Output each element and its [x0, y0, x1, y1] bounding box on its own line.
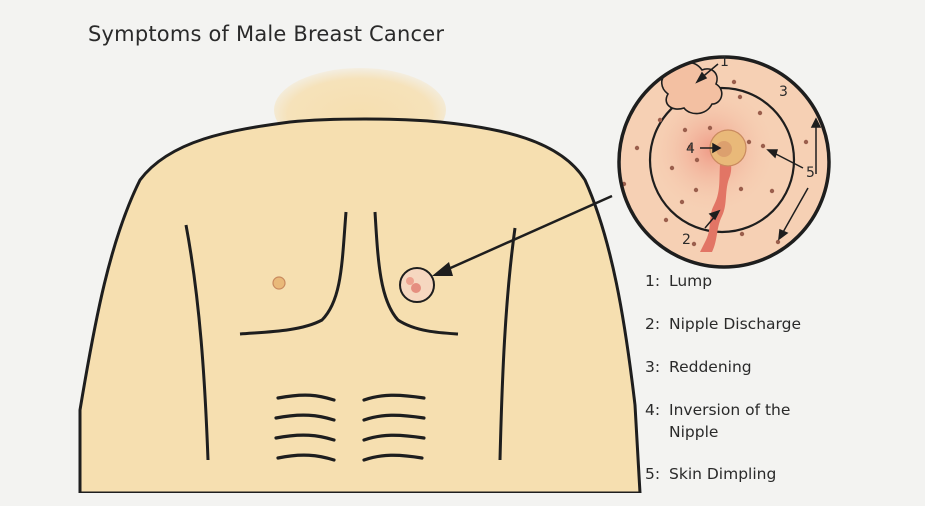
magnified-view — [617, 55, 831, 269]
legend-number: 1: — [645, 272, 661, 290]
nipple-discharge — [700, 154, 732, 252]
legend-number: 2: — [645, 315, 661, 333]
left-nipple — [272, 276, 286, 290]
callout-arrows — [695, 63, 822, 241]
legend: 1: Lump 2: Nipple Discharge 3: Reddening… — [645, 270, 915, 506]
right-arm-crease — [498, 227, 517, 461]
zoom-arrowhead — [432, 262, 453, 276]
affected-nipple — [411, 283, 421, 293]
abdominal-lines — [274, 393, 426, 462]
legend-item-nipple-discharge: 2: Nipple Discharge — [645, 313, 915, 335]
callout-2: 2 — [682, 232, 691, 248]
left-arm-crease — [184, 224, 210, 461]
callout-4: 4 — [686, 141, 695, 157]
torso — [78, 117, 642, 493]
right-pec-line — [373, 211, 459, 336]
callout-3: 3 — [779, 84, 788, 100]
legend-label: Inversion of the Nipple — [669, 401, 791, 441]
reddening-zone — [648, 86, 796, 234]
illustration: 1 2 3 4 5 — [78, 54, 831, 493]
legend-item-reddening: 3: Reddening — [645, 356, 915, 378]
zoom-arrow — [436, 194, 613, 276]
legend-item-inversion: 4: Inversion of the Nipple — [645, 399, 915, 443]
legend-label: Reddening — [669, 358, 752, 376]
affected-lump — [406, 277, 414, 285]
callout-1: 1 — [720, 54, 729, 70]
lump — [660, 61, 723, 115]
left-pec-line — [239, 211, 348, 336]
legend-number: 5: — [645, 465, 661, 483]
legend-label: Lump — [669, 272, 713, 290]
legend-label: Nipple Discharge — [669, 315, 801, 333]
legend-item-skin-dimpling: 5: Skin Dimpling — [645, 463, 915, 485]
magnifier-ring — [617, 55, 831, 269]
nipple-center — [716, 141, 732, 157]
diagram-title: Symptoms of Male Breast Cancer — [88, 22, 445, 46]
legend-label: Skin Dimpling — [669, 465, 777, 483]
legend-number: 4: — [645, 401, 661, 419]
callout-5: 5 — [806, 165, 815, 181]
legend-number: 3: — [645, 358, 661, 376]
legend-item-lump: 1: Lump — [645, 270, 915, 292]
